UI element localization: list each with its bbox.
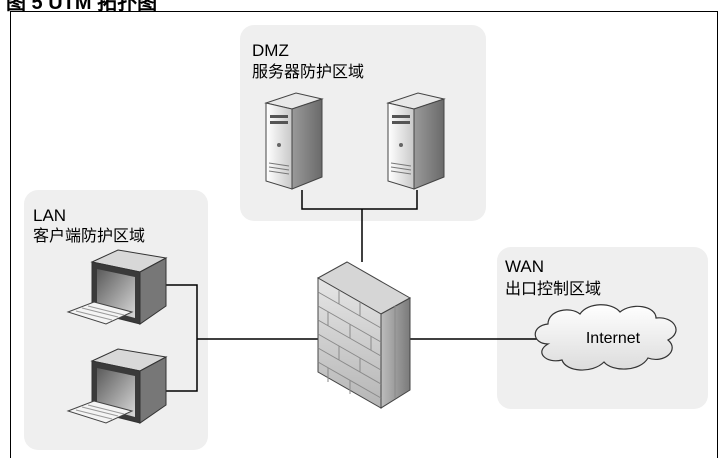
- server-icon: [386, 92, 446, 190]
- lan-bus: [163, 284, 198, 392]
- dmz-zone-desc: 服务器防护区域: [252, 64, 365, 81]
- computer-icon: [66, 249, 168, 325]
- dmz-link: [301, 190, 418, 210]
- connection-lines: [163, 190, 538, 392]
- cloud-label: Internet: [586, 330, 641, 347]
- lan-zone-name: LAN: [33, 206, 67, 225]
- server-icon: [264, 92, 324, 190]
- dmz-zone-name: DMZ: [252, 41, 289, 60]
- lan-zone-desc: 客户端防护区域: [33, 228, 146, 245]
- firewall-icon: [316, 261, 412, 409]
- wan-zone-name: WAN: [505, 257, 545, 276]
- wan-zone-desc: 出口控制区域: [505, 281, 602, 298]
- computer-icon: [66, 348, 168, 424]
- figure-title: 图 5 UTM 拓扑图: [6, 0, 158, 14]
- cloud-icon: Internet: [534, 304, 677, 371]
- figure-frame: [10, 11, 718, 458]
